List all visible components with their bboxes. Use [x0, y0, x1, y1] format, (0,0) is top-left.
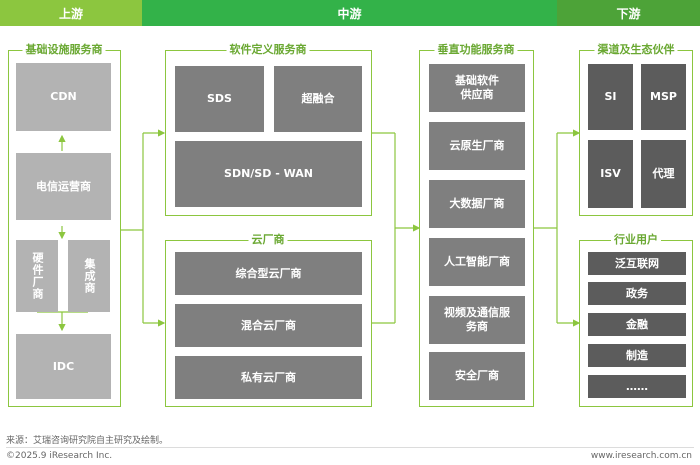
industry-user-panel-title: 行业用户 — [611, 233, 661, 247]
cdn-box: CDN — [16, 63, 111, 131]
infrastructure-panel-title: 基础设施服务商 — [22, 43, 106, 57]
industry-item: …… — [588, 375, 686, 398]
hci-box: 超融合 — [274, 66, 362, 132]
downstream-label: 下游 — [616, 6, 641, 21]
idc-box: IDC — [16, 334, 111, 399]
sdn-wan-box: SDN/SD - WAN — [175, 141, 362, 207]
vertical-item: 安全厂商 — [429, 352, 525, 400]
industry-item: 金融 — [588, 313, 686, 336]
source-note: 来源：艾瑞咨询研究院自主研究及绘制。 — [6, 436, 169, 446]
website-link[interactable]: www.iresearch.com.cn — [590, 451, 692, 461]
vertical-item: 视频及通信服务商 — [429, 296, 525, 344]
footer-divider — [6, 447, 694, 448]
midstream-label: 中游 — [337, 6, 362, 21]
vertical-item: 大数据厂商 — [429, 180, 525, 228]
agent-box: 代理 — [641, 140, 686, 208]
midstream-band: 中游 — [142, 0, 557, 26]
integrator-box: 集成商 — [68, 240, 110, 312]
vertical-item: 基础软件供应商 — [429, 64, 525, 112]
si-box: SI — [588, 64, 633, 130]
upstream-label: 上游 — [58, 6, 83, 21]
cloud-vendor-panel-title: 云厂商 — [248, 233, 288, 247]
vertical-item: 云原生厂商 — [429, 122, 525, 170]
downstream-band: 下游 — [557, 0, 700, 26]
cloud-vendor-item: 私有云厂商 — [175, 356, 362, 399]
industry-item: 制造 — [588, 344, 686, 367]
industry-item: 泛互联网 — [588, 252, 686, 275]
vertical-function-panel-title: 垂直功能服务商 — [434, 43, 518, 57]
msp-box: MSP — [641, 64, 686, 130]
cloud-vendor-item: 混合云厂商 — [175, 304, 362, 347]
isv-box: ISV — [588, 140, 633, 208]
sds-box: SDS — [175, 66, 264, 132]
vertical-item: 人工智能厂商 — [429, 238, 525, 286]
copyright: ©2025.9 iResearch Inc. — [6, 451, 113, 461]
cloud-vendor-item: 综合型云厂商 — [175, 252, 362, 295]
industry-item: 政务 — [588, 282, 686, 305]
telecom-operator-box: 电信运营商 — [16, 153, 111, 220]
channel-partner-panel-title: 渠道及生态伙伴 — [594, 43, 678, 57]
software-defined-panel-title: 软件定义服务商 — [226, 43, 310, 57]
upstream-band: 上游 — [0, 0, 142, 26]
hardware-vendor-box: 硬件厂商 — [16, 240, 58, 312]
